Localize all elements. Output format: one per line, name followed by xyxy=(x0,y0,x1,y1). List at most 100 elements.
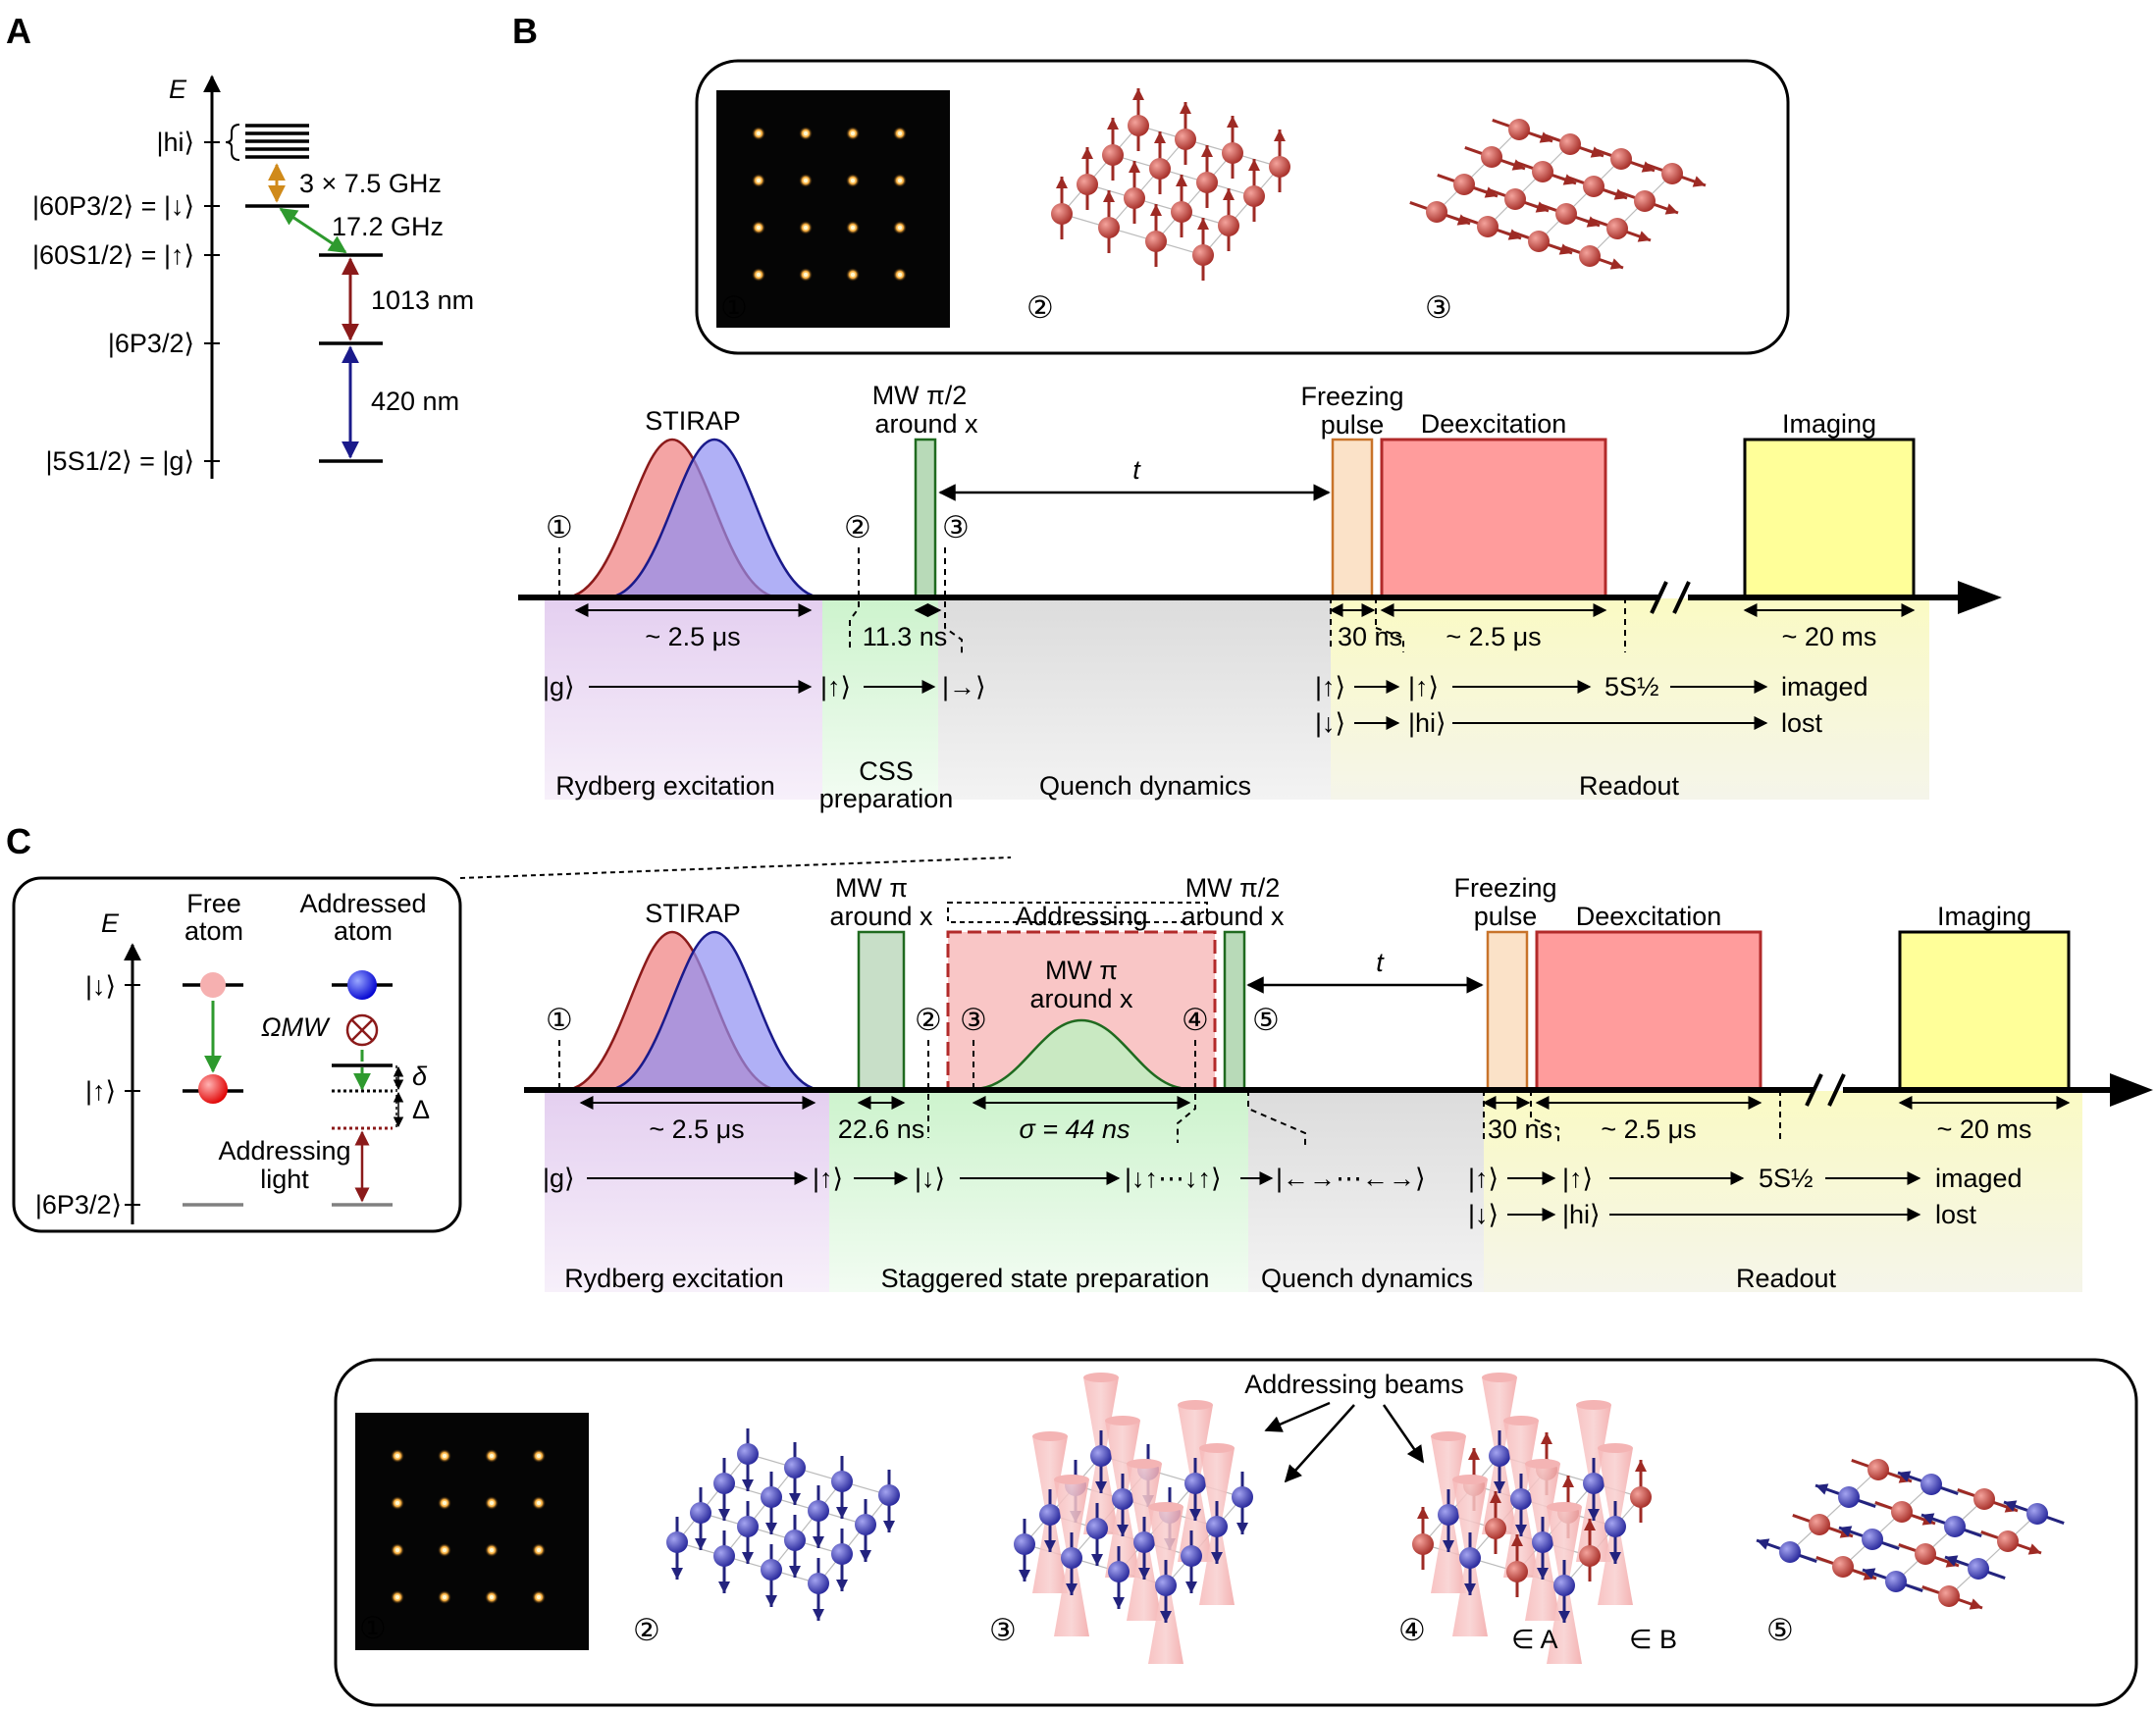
mw-pi2-pulse-b xyxy=(914,438,937,599)
lattice-line xyxy=(1061,213,1204,256)
spin-arrowhead xyxy=(1180,102,1191,114)
spin-arrowhead xyxy=(1539,131,1552,143)
beam-cap xyxy=(1482,1373,1517,1382)
spin-arrowhead xyxy=(1898,1471,1912,1482)
delta-big-label: Δ xyxy=(412,1095,430,1124)
lattice-line xyxy=(1436,129,1520,213)
spin-arrowhead xyxy=(1515,1525,1527,1536)
addressed-atom-ball xyxy=(347,970,377,1000)
stirap-blue-pulse-b xyxy=(605,438,823,599)
spin-arrowhead xyxy=(1588,1509,1600,1521)
state-b-lost: lost xyxy=(1781,708,1823,738)
inset-b-marker-2: ② xyxy=(1026,290,1054,325)
lattice-line xyxy=(1202,166,1281,256)
spin-arrowhead xyxy=(1081,147,1093,159)
spin-ball xyxy=(1779,1541,1801,1563)
inset-c-marker-2: ② xyxy=(633,1613,660,1647)
inset-c-marker-3: ③ xyxy=(989,1613,1017,1647)
lattice-line xyxy=(1589,173,1673,257)
lattice-line xyxy=(1108,138,1186,229)
spin-ball xyxy=(1112,1488,1133,1510)
hyperfine-manifold xyxy=(245,124,309,159)
spin-arrowhead xyxy=(671,1568,683,1580)
spin-ball xyxy=(1039,1504,1061,1526)
level-60p-label: |60P3/2⟩ = |↓⟩ xyxy=(32,191,194,221)
atom-dot-core xyxy=(443,1548,447,1552)
spin-ball xyxy=(1222,142,1243,164)
sublattice-a-label: ∈ A xyxy=(1511,1625,1558,1654)
spin-arrowhead xyxy=(1227,116,1238,128)
spin-arrowhead xyxy=(1095,1481,1107,1493)
atom-dot-core xyxy=(537,1501,541,1505)
spin-arrowhead xyxy=(1443,1540,1454,1552)
atom-dot-core xyxy=(443,1454,447,1458)
beam-cap xyxy=(1452,1475,1488,1484)
duration-b-stirap: ~ 2.5 μs xyxy=(645,622,740,651)
spin-ball xyxy=(784,1530,806,1551)
sublattice-b-label: ∈ B xyxy=(1629,1625,1677,1654)
free-atom-ghost xyxy=(200,972,226,998)
spin-arrowhead xyxy=(836,1507,848,1519)
spin-ball xyxy=(878,1484,900,1506)
spin-arrowhead xyxy=(1613,188,1627,200)
lattice-spins-down xyxy=(666,1428,900,1621)
state-b-up2: |↑⟩ xyxy=(1315,672,1345,701)
duration-c-mwpi: 22.6 ns xyxy=(838,1115,925,1144)
atom-dot-core xyxy=(490,1548,494,1552)
state-c-5s: 5S½ xyxy=(1759,1164,1814,1193)
atom-dot-core xyxy=(898,131,902,135)
spin-arrowhead xyxy=(1066,1583,1078,1595)
freezing-label-b-1: Freezing xyxy=(1300,382,1403,411)
level-6p-label: |6P3/2⟩ xyxy=(108,329,194,358)
spin-ball xyxy=(1438,1504,1459,1526)
region-label-b-quench: Quench dynamics xyxy=(1039,771,1251,801)
spin-ball xyxy=(1108,1561,1130,1582)
mw-pi2-label-c-1: MW π/2 xyxy=(1185,873,1281,903)
spin-ball xyxy=(1124,187,1145,209)
panel-label-b: B xyxy=(512,11,538,51)
state-c-up: |↑⟩ xyxy=(813,1164,843,1193)
spin-ball xyxy=(1528,231,1550,252)
region-label-b-css-1: CSS xyxy=(859,756,914,786)
spin-arrowhead xyxy=(1160,1611,1172,1623)
spin-ball xyxy=(1862,1529,1883,1550)
duration-b-imaging: ~ 20 ms xyxy=(1782,622,1877,651)
spin-arrowhead xyxy=(1562,174,1576,185)
state-b-imaged: imaged xyxy=(1781,672,1868,701)
lattice-staggered-x xyxy=(1756,1458,2065,1610)
panel-c-inset-addressing: E |↓⟩ |↑⟩ |6P3/2⟩ Free atom Addressed at… xyxy=(12,856,1012,1233)
duration-b-freeze: 30 ns xyxy=(1338,622,1402,651)
seq-c-marker-2: ② xyxy=(915,1003,942,1037)
ir-transition-label: 1013 nm xyxy=(371,285,474,315)
duration-b-mw: 11.3 ns xyxy=(863,622,948,651)
spin-ball xyxy=(1838,1486,1860,1508)
spin-arrowhead xyxy=(1490,1491,1501,1503)
atom-dot-core xyxy=(443,1595,447,1599)
spin-ball xyxy=(1232,1486,1253,1508)
spin-arrowhead xyxy=(1456,214,1470,226)
spin-ball xyxy=(1175,129,1196,150)
atom-dot-core xyxy=(804,131,808,135)
addressed-atom-label-2: atom xyxy=(334,916,393,946)
stirap-label-b: STIRAP xyxy=(645,406,741,436)
duration-c-sigma: σ = 44 ns xyxy=(1019,1115,1130,1144)
inset-up-label: |↑⟩ xyxy=(85,1076,116,1106)
spin-arrowhead xyxy=(1609,1552,1621,1564)
lattice-line xyxy=(1895,1498,1985,1582)
spin-arrowhead xyxy=(1863,1568,1876,1580)
lattice-line xyxy=(1842,1483,1932,1568)
spin-ball xyxy=(808,1573,829,1594)
spin-arrowhead xyxy=(1248,159,1260,171)
level-60s-label: |60S1/2⟩ = |↑⟩ xyxy=(32,240,194,270)
free-atom-label-2: atom xyxy=(184,916,243,946)
spin-arrowhead xyxy=(1107,118,1119,130)
state-b-5s: 5S½ xyxy=(1604,672,1659,701)
spin-arrowhead xyxy=(1494,1481,1505,1493)
beam-cap xyxy=(1431,1431,1466,1441)
state-c-down: |↓⟩ xyxy=(915,1164,945,1193)
spin-ball xyxy=(1809,1514,1830,1535)
spin-ball xyxy=(1206,1516,1228,1537)
inset-b-marker-3: ③ xyxy=(1425,290,1452,325)
atom-dot-core xyxy=(804,226,808,230)
atom-dot-core xyxy=(851,131,855,135)
